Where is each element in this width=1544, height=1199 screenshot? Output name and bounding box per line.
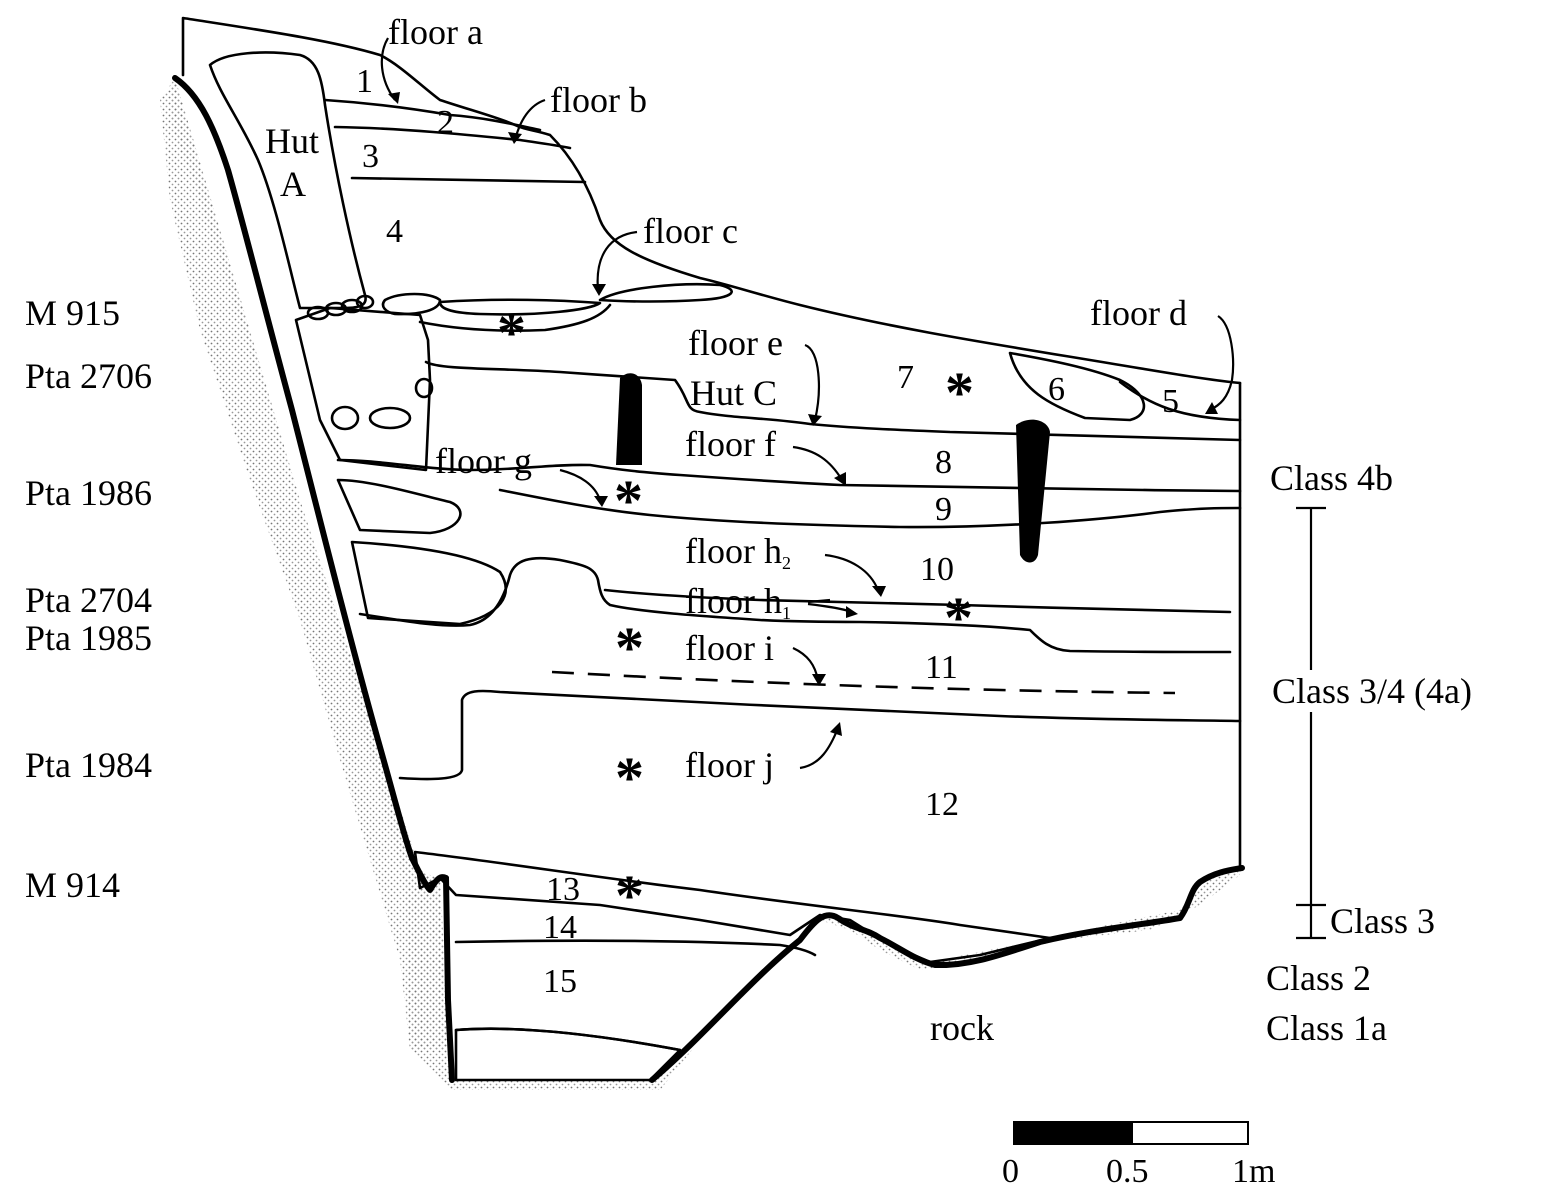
excavation-edge-top [181,16,1242,385]
layer-1: 1 [356,63,373,100]
floor-h1-sub: 1 [782,603,791,623]
sample-marker: * [497,300,526,365]
layer-15-base-line [454,1027,682,1052]
floor-f-label: floor f [685,424,776,464]
layer-10: 10 [920,551,954,588]
class-label-1a: Class 1a [1266,1008,1387,1048]
date-label-pta2706: Pta 2706 [25,356,152,396]
scale-tick-0: 0 [1002,1153,1019,1190]
floor-e-label: floor e [688,323,783,363]
floor-labels: floor a floor b floor c floor d floor e … [388,12,1187,785]
date-label-m914: M 914 [25,865,120,905]
sample-marker: * [615,863,644,928]
stones [306,282,733,431]
cave-wall-lower-left [443,875,455,1083]
class-label-4b: Class 4b [1270,458,1393,498]
floor-arrows [380,37,1235,770]
dotted-deposit-middle [336,478,462,535]
layer-7: 7 [897,359,914,396]
rock-wall-stipple-outer [160,78,450,1050]
layer-4: 4 [386,213,403,250]
date-label-m915: M 915 [25,293,120,333]
layer-12: 12 [925,786,959,823]
layer-11: 11 [925,649,958,686]
layer-numbers: 1 2 3 4 5 6 7 8 9 10 11 12 13 14 15 [356,63,1179,1000]
class-bracket [1296,506,1326,940]
hatched-layer-13 [413,850,1052,964]
class-label-3: Class 3 [1330,901,1435,941]
layer-14: 14 [543,909,577,946]
floor-i-label: floor i [685,628,774,668]
layer-2: 2 [437,104,454,141]
layer-8: 8 [935,444,952,481]
sample-marker: * [615,745,644,810]
floor-i-dashed-line [551,670,1176,695]
layer-5: 5 [1162,383,1179,420]
layer-14-15-boundary [454,939,817,957]
dotted-base-15 [454,1027,682,1082]
date-label-pta2704: Pta 2704 [25,580,152,620]
layer-9: 9 [935,491,952,528]
floor-j-label: floor j [685,745,774,785]
floor-d-label: floor d [1090,293,1187,333]
floor-a-label: floor a [388,12,483,52]
layer-6: 6 [1048,371,1065,408]
date-label-pta1985: Pta 1985 [25,618,152,658]
date-label-pta1986: Pta 1986 [25,473,152,513]
floor-c-label: floor c [643,211,738,251]
sample-marker: * [944,585,973,650]
bedrock-surface [649,865,1245,1083]
scale-tick-1m: 1m [1232,1153,1275,1190]
rock-label: rock [930,1008,994,1048]
floor-h1-base: floor h [685,581,782,621]
class-labels: Class 4b Class 3/4 (4a) Class 3 Class 2 … [1266,458,1472,1048]
floor-b-label: floor b [550,80,647,120]
hut-a-label-line2: A [280,164,306,204]
post-upper [616,373,642,465]
scale-bar: 0 0.5 1m [1002,1121,1275,1190]
class-label-3-4: Class 3/4 (4a) [1272,671,1472,711]
date-labels: M 915 Pta 2706 Pta 1986 Pta 2704 Pta 198… [25,293,152,905]
layer-13: 13 [546,871,580,908]
floor-h1-label: floor h1 [685,581,791,623]
dotted-deposit-lower [350,540,507,626]
hut-c-label: Hut C [690,373,777,413]
layer-3: 3 [362,138,379,175]
sample-marker: * [945,360,974,425]
hut-a-label-line1: Hut [265,121,319,161]
layer-15: 15 [543,963,577,1000]
post-lower [1016,419,1050,563]
sample-marker: * [615,615,644,680]
scale-tick-0-5: 0.5 [1106,1153,1149,1190]
dotted-lens-6 [1008,351,1146,422]
date-label-pta1984: Pta 1984 [25,745,152,785]
sample-markers: * * * * * * * [497,300,974,928]
layer-boundaries [323,98,1242,781]
floor-h2-base: floor h [685,531,782,571]
class-label-2: Class 2 [1266,958,1371,998]
floor-g-label: floor g [435,441,532,481]
floor-h2-label: floor h2 [685,531,791,573]
sample-marker: * [614,468,643,533]
dotted-deposit-upper [294,306,432,472]
cave-wall-left [172,75,449,893]
floor-h2-sub: 2 [782,553,791,573]
